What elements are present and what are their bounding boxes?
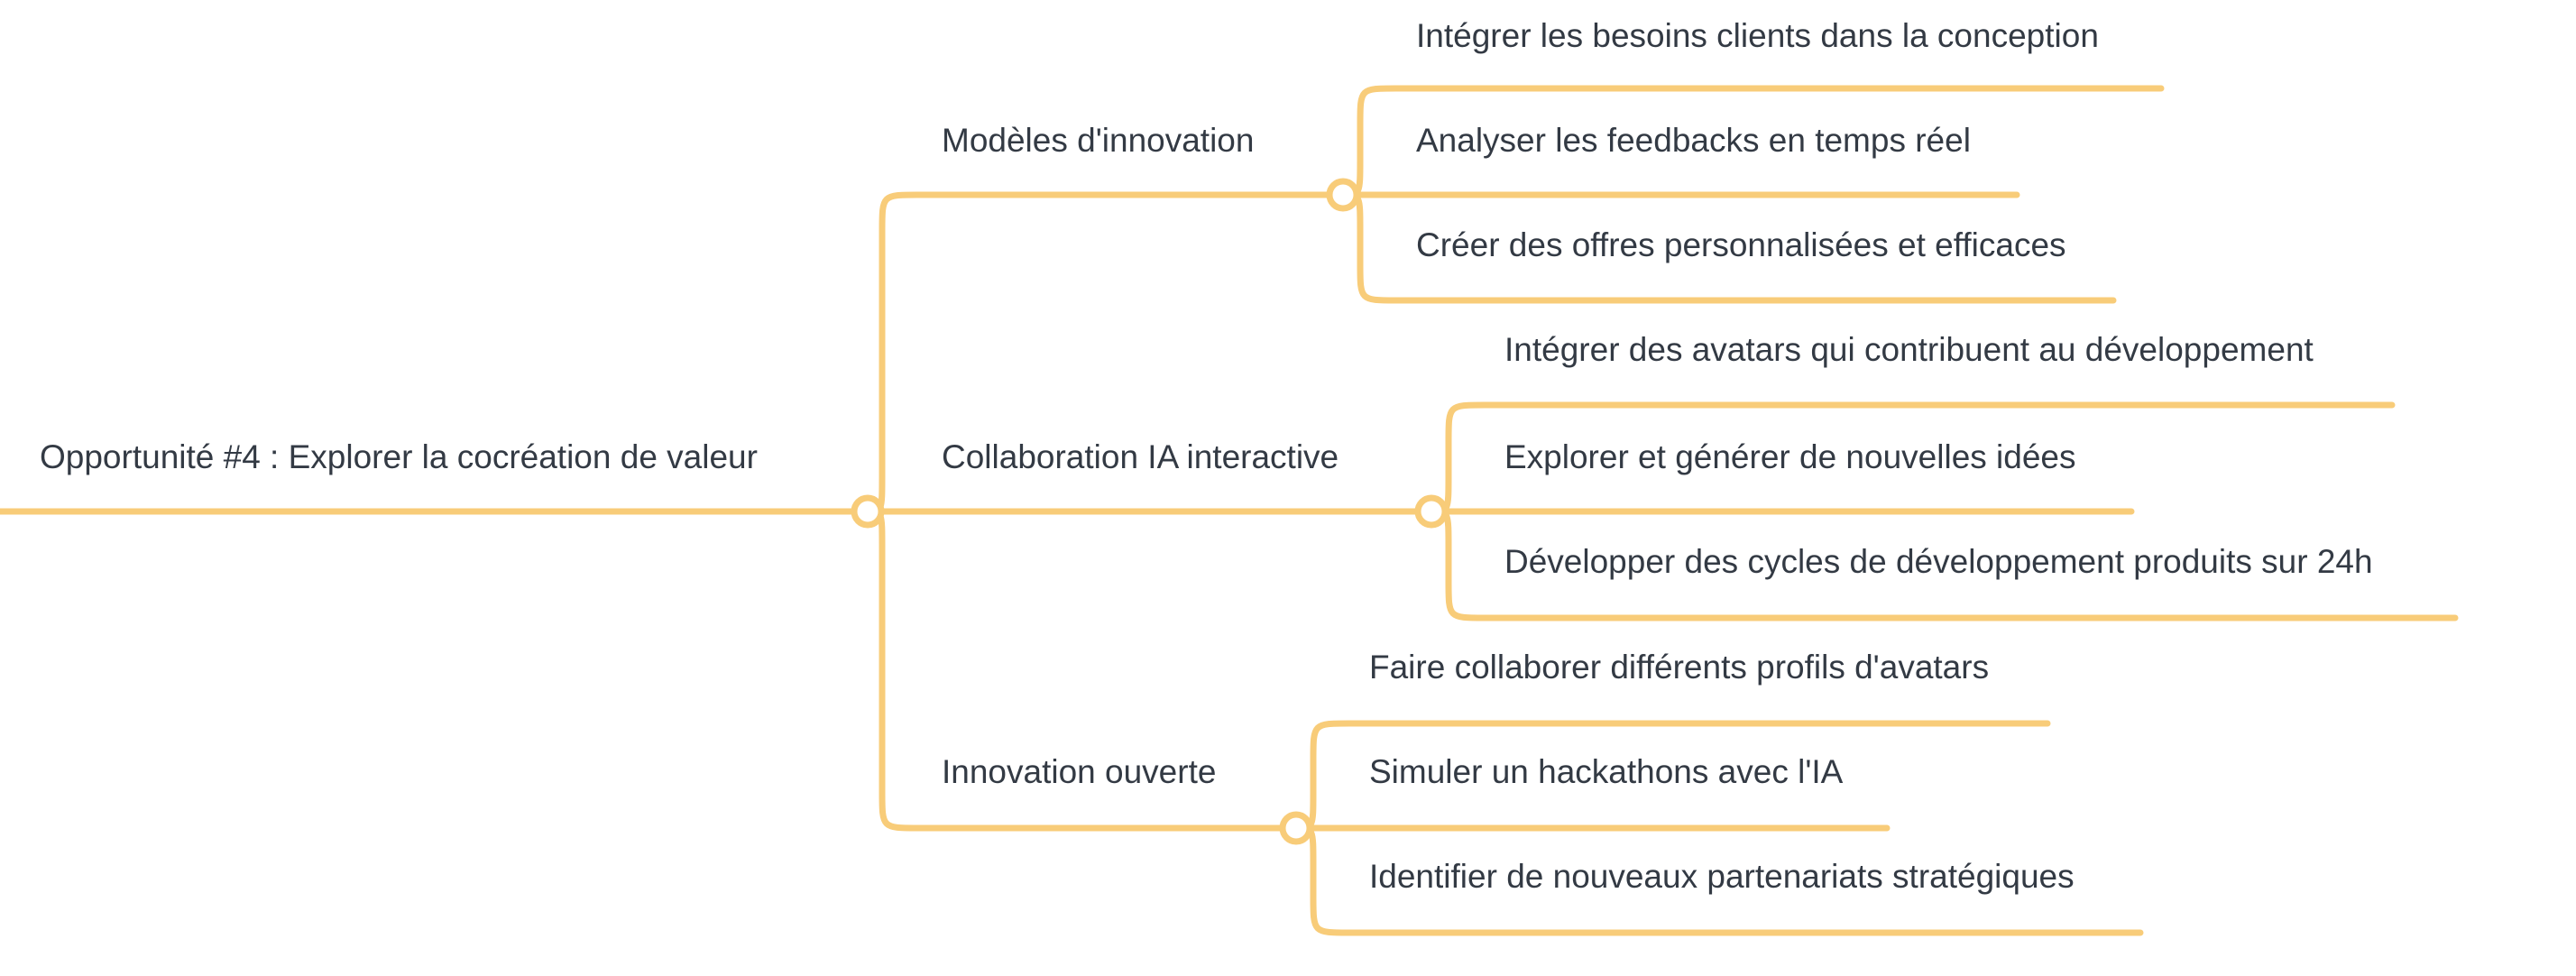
leaf-topic[interactable]: Faire collaborer différents profils d'av… [1369, 649, 1990, 686]
branch-topic-open-innovation[interactable]: Innovation ouverte [942, 753, 1217, 790]
leaf-topic[interactable]: Analyser les feedbacks en temps réel [1416, 122, 1971, 159]
branch-topic-ai-collaboration[interactable]: Collaboration IA interactive [942, 438, 1339, 475]
collapse-knob-branch-1[interactable] [1326, 178, 1360, 212]
leaf-topic[interactable]: Simuler un hackathons avec l'IA [1369, 753, 1844, 790]
leaf-topic[interactable]: Créer des offres personnalisées et effic… [1416, 226, 2066, 263]
leaf-topic[interactable]: Intégrer des avatars qui contribuent au … [1504, 331, 2314, 368]
leaf-topic[interactable]: Développer des cycles de développement p… [1504, 543, 2373, 580]
collapse-knob-branch-3[interactable] [1279, 811, 1313, 845]
central-topic[interactable]: Opportunité #4 : Explorer la cocréation … [40, 438, 758, 475]
collapse-knob-central[interactable] [851, 494, 885, 529]
branch-topic-innovation-models[interactable]: Modèles d'innovation [942, 122, 1255, 159]
leaf-topic[interactable]: Explorer et générer de nouvelles idées [1504, 438, 2076, 475]
leaf-topic[interactable]: Identifier de nouveaux partenariats stra… [1369, 858, 2075, 895]
leaf-topic[interactable]: Intégrer les besoins clients dans la con… [1416, 17, 2099, 54]
collapse-knob-branch-2[interactable] [1414, 494, 1449, 529]
